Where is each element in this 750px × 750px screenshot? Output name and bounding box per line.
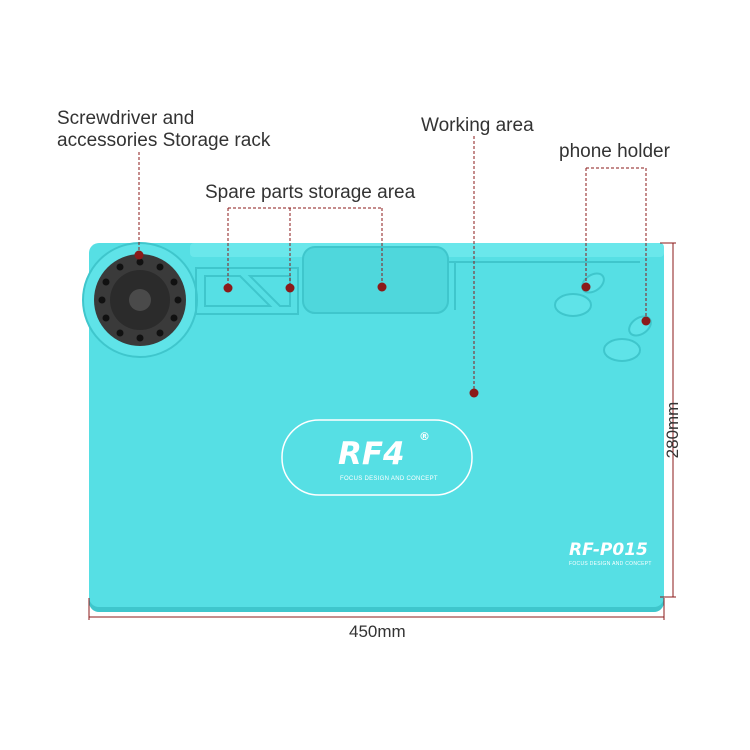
label-working-area: Working area — [421, 115, 534, 136]
annotation-lines — [138, 136, 647, 393]
parts-tray — [302, 246, 449, 314]
label-phone-holder: phone holder — [559, 141, 670, 162]
dimension-height: 280mm — [663, 401, 682, 459]
model-number: RF-P015 — [569, 540, 648, 560]
dimension-lines — [88, 242, 676, 620]
dimension-width: 450mm — [349, 622, 406, 641]
logo-badge — [281, 419, 473, 496]
label-spare-parts: Spare parts storage area — [205, 182, 416, 203]
model-tagline: FOCUS DESIGN AND CONCEPT — [569, 561, 652, 567]
label-screwdriver-line2: accessories Storage rack — [57, 130, 271, 151]
registered-mark: ® — [419, 430, 430, 443]
rack-hub — [129, 289, 151, 311]
annotation-dots — [134, 250, 651, 398]
logo-tagline: FOCUS DESIGN AND CONCEPT — [340, 476, 438, 482]
silicone-mat — [89, 243, 664, 607]
rf4-logo: RF4 — [338, 436, 405, 472]
label-screwdriver-line1: Screwdriver and — [57, 108, 195, 129]
rack-holes — [98, 258, 182, 342]
